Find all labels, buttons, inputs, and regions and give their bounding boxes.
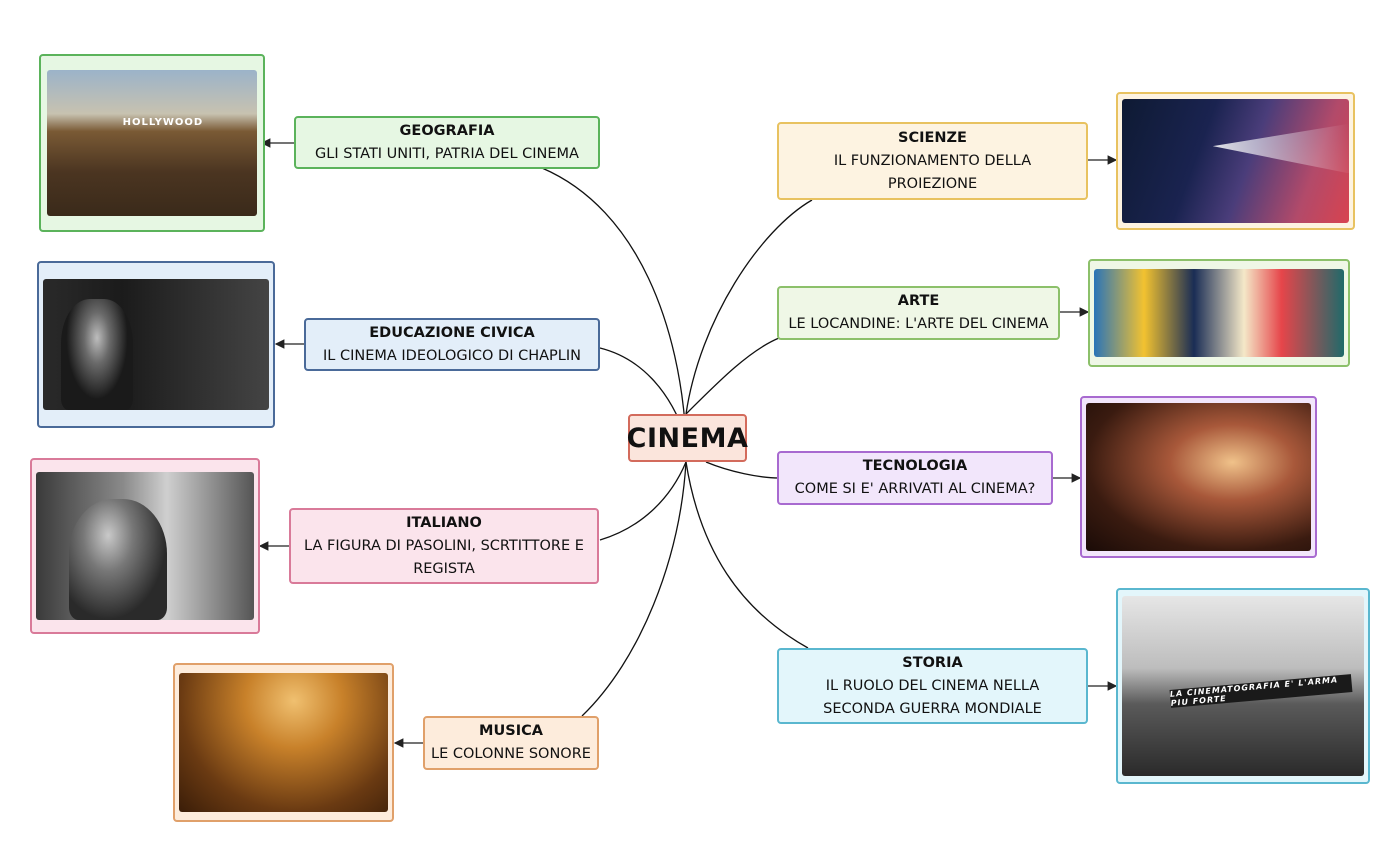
orchestra-photo (179, 673, 388, 812)
link-geografia (541, 167, 687, 439)
hollywood-hills-photo: HOLLYWOOD (47, 70, 257, 216)
node-scienze-title: SCIENZE (898, 129, 967, 146)
node-arte-text: LE LOCANDINE: L'ARTE DEL CINEMA (788, 316, 1049, 332)
node-geografia[interactable]: GEOGRAFIA GLI STATI UNITI, PATRIA DEL CI… (294, 116, 600, 169)
node-storia-title: STORIA (902, 654, 963, 671)
node-tecnologia-text: COME SI E' ARRIVATI AL CINEMA? (794, 481, 1036, 497)
propaganda-banner: LA CINEMATOGRAFIA E' L'ARMA PIU FORTE (1169, 674, 1353, 709)
node-musica-title: MUSICA (479, 723, 543, 739)
node-italiano-text: LA FIGURA DI PASOLINI, SCRTITTORE E REGI… (304, 537, 584, 577)
film-projector-photo (1122, 99, 1349, 223)
cinema-poster-art (1094, 269, 1344, 357)
image-scienze (1116, 92, 1355, 230)
node-tecnologia[interactable]: TECNOLOGIA COME SI E' ARRIVATI AL CINEMA… (777, 451, 1053, 505)
node-arte-title: ARTE (897, 293, 940, 309)
node-musica[interactable]: MUSICA LE COLONNE SONORE (423, 716, 599, 770)
node-arte[interactable]: ARTE LE LOCANDINE: L'ARTE DEL CINEMA (777, 286, 1060, 340)
node-italiano-title: ITALIANO (406, 514, 482, 531)
propaganda-rally-photo: LA CINEMATOGRAFIA E' L'ARMA PIU FORTE (1122, 596, 1364, 776)
node-musica-text: LE COLONNE SONORE (431, 746, 591, 762)
pasolini-figure (68, 498, 167, 620)
node-educazione-civica-text: IL CINEMA IDEOLOGICO DI CHAPLIN (322, 347, 581, 364)
shadow-puppet-photo (1086, 403, 1311, 551)
node-geografia-title: GEOGRAFIA (399, 122, 495, 139)
pasolini-camera-photo (36, 472, 254, 620)
node-geografia-text: GLI STATI UNITI, PATRIA DEL CINEMA (315, 145, 579, 162)
link-tecnologia (705, 461, 780, 479)
hollywood-sign: HOLLYWOOD (122, 116, 204, 128)
node-storia-text: IL RUOLO DEL CINEMA NELLA SECONDA GUERRA… (823, 677, 1042, 717)
node-educazione-civica-title: EDUCAZIONE CIVICA (369, 324, 535, 341)
projector-beam (1212, 123, 1349, 174)
image-geografia: HOLLYWOOD (39, 54, 265, 232)
image-educazione-civica (37, 261, 275, 428)
image-musica (173, 663, 394, 822)
chaplin-photo (43, 279, 269, 410)
link-storia (685, 461, 809, 649)
node-educazione-civica[interactable]: EDUCAZIONE CIVICA IL CINEMA IDEOLOGICO D… (304, 318, 600, 371)
image-italiano (30, 458, 260, 634)
central-topic[interactable]: CINEMA (626, 414, 749, 462)
image-tecnologia (1080, 396, 1317, 558)
link-arte (685, 337, 780, 415)
node-scienze[interactable]: SCIENZE IL FUNZIONAMENTO DELLA PROIEZION… (777, 122, 1088, 200)
node-italiano[interactable]: ITALIANO LA FIGURA DI PASOLINI, SCRTITTO… (289, 508, 599, 584)
image-arte (1088, 259, 1350, 367)
image-storia: LA CINEMATOGRAFIA E' L'ARMA PIU FORTE (1116, 588, 1370, 784)
node-storia[interactable]: STORIA IL RUOLO DEL CINEMA NELLA SECONDA… (777, 648, 1088, 724)
link-italiano (599, 461, 687, 541)
node-tecnologia-title: TECNOLOGIA (862, 458, 968, 474)
link-scienze (685, 199, 813, 415)
chaplin-figure (61, 298, 134, 410)
link-musica (581, 461, 687, 717)
node-scienze-text: IL FUNZIONAMENTO DELLA PROIEZIONE (833, 152, 1032, 192)
central-topic-label: CINEMA (626, 422, 749, 454)
